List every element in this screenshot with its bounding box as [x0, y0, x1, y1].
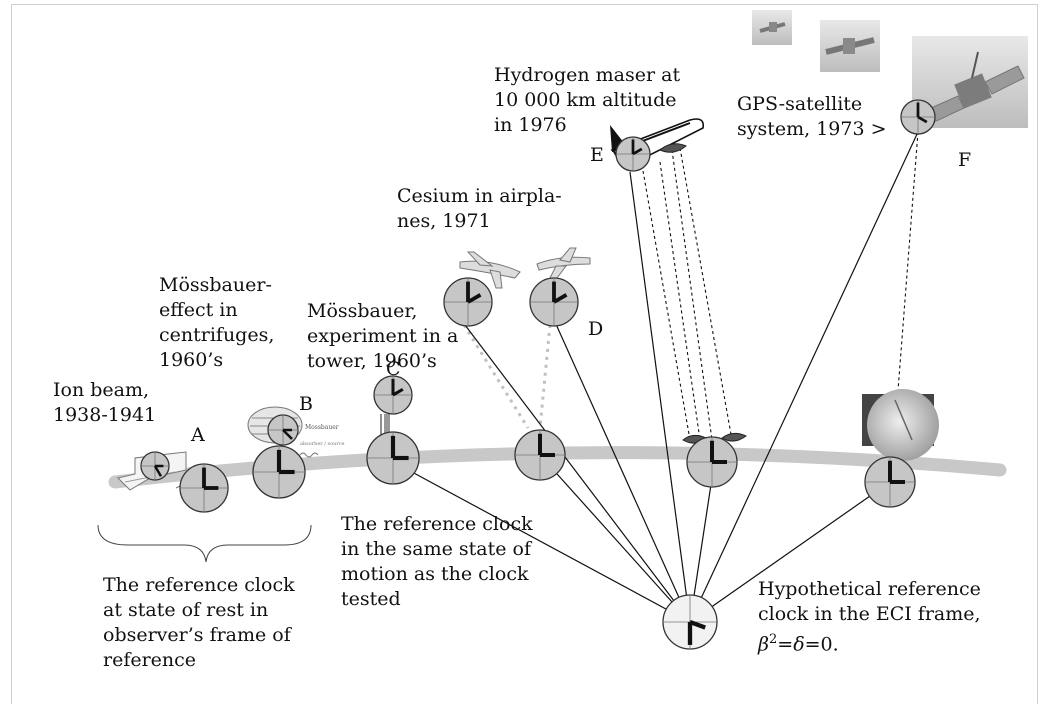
clock-F-ground-icon — [864, 456, 916, 508]
letter-D: D — [588, 318, 604, 340]
airplane-icon-right — [536, 247, 591, 283]
satellite-icon-small — [752, 10, 792, 45]
label-cesium-airplanes: Cesium in airpla-nes, 1971 — [397, 185, 562, 232]
clock-ion-beam-icon — [140, 451, 170, 481]
radio-telescope-icon — [862, 389, 939, 461]
label-mossbauer-centrifuge: Mössbauer-effect in centrifuges,1960’s — [159, 274, 275, 371]
centrifuge-image-subtext: absorber / source — [300, 441, 345, 447]
clock-A-icon — [179, 463, 229, 513]
clocks-group — [140, 99, 936, 650]
clock-E-icon — [615, 136, 651, 172]
clock-B-icon — [252, 445, 306, 499]
brace — [97, 524, 312, 563]
dish-antenna-icons — [659, 143, 747, 444]
letter-B: B — [299, 393, 313, 415]
maser-dotted-lines — [641, 131, 919, 456]
letter-F: F — [958, 149, 972, 171]
clock-D-ground-icon — [514, 429, 566, 481]
clock-F-icon — [900, 99, 936, 135]
figure-frame — [11, 4, 1038, 704]
clock-C-tower-icon — [373, 375, 413, 415]
clock-C-ground-icon — [366, 431, 420, 485]
label-ion-beam: Ion beam,1938-1941 — [53, 379, 157, 426]
clock-D-right-icon — [529, 277, 579, 327]
clock-E-ground-icon — [686, 436, 738, 488]
reference-signal-lines — [385, 131, 919, 623]
airplane-icon-left — [459, 251, 521, 289]
centrifuge-image-text: Mossbauer — [305, 424, 339, 431]
airplane-dotted-lines — [462, 324, 552, 429]
satellite-icon-large — [912, 36, 1028, 128]
label-hypothetical-reference: Hypothetical reference clock in the ECI … — [758, 578, 981, 656]
clock-B-rotor-icon — [267, 414, 299, 446]
clock-reference-icon — [662, 594, 718, 650]
satellite-icon-medium — [820, 20, 880, 72]
label-mossbauer-tower: Mössbauer,experiment in a tower, 1960’s — [307, 300, 459, 372]
letter-E: E — [590, 144, 604, 166]
clock-D-left-icon — [443, 277, 493, 327]
letter-C: C — [386, 358, 401, 380]
letter-A: A — [191, 424, 205, 446]
